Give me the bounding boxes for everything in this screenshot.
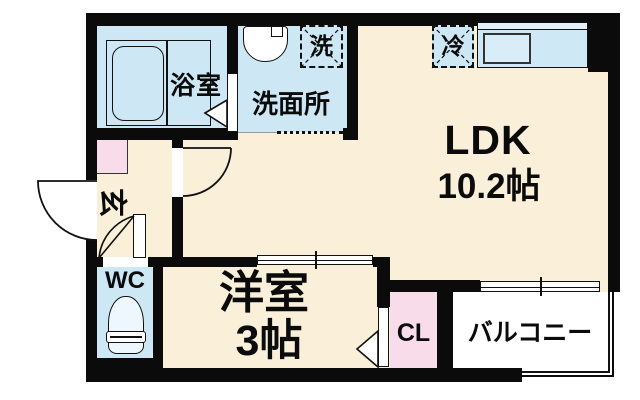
washbasin-tap-icon: [271, 26, 283, 37]
wall-entrance-bottom-seg: [172, 197, 183, 267]
washer-space-label: 洗: [310, 33, 333, 59]
toilet-tank-icon: [106, 331, 146, 343]
balcony-label: バルコニー: [467, 319, 593, 347]
wall-right: [608, 13, 620, 292]
wall-wc-bottom: [97, 358, 163, 382]
washbasin-icon: [243, 26, 288, 62]
toilet-icon: [108, 296, 144, 354]
wc-door-opening: [103, 257, 148, 267]
wall-entrance-top-seg: [172, 140, 183, 148]
balcony-outer-line-v: [612, 292, 614, 377]
fridge-space-label: 冷: [441, 33, 465, 59]
ldk-door-opening: [172, 148, 183, 197]
wall-right-top-block: [588, 13, 620, 72]
closet-floor: [390, 292, 437, 373]
wall-closet-top: [390, 280, 480, 292]
kitchen-sink-icon: [483, 33, 531, 64]
wc-door-leaf: [133, 214, 146, 258]
kitchen-counter-edge: [478, 23, 587, 30]
toilet-tank-line: [110, 336, 142, 338]
washroom-threshold: [238, 132, 277, 133]
wall-closet-divider: [377, 257, 390, 307]
wall-wc-right: [153, 267, 163, 382]
bathtub-divider: [166, 40, 168, 126]
balcony-window: [480, 277, 600, 296]
bathroom-label: 浴室: [169, 72, 222, 100]
wall-roomtop-a: [97, 257, 103, 267]
wc-label: WC: [105, 267, 145, 294]
wall-bath-divider: [227, 26, 238, 73]
ldk-label: LDK: [444, 117, 532, 163]
western-room-area-label: 3帖: [235, 317, 303, 365]
wall-washroom-right: [347, 26, 358, 140]
wall-bottom: [86, 368, 522, 382]
washroom-open-boundary: [277, 131, 343, 134]
sliding-door-tick: [315, 251, 317, 269]
wall-left-lower: [86, 240, 97, 382]
washroom-label: 洗面所: [251, 89, 330, 119]
balcony-floor: [453, 292, 610, 373]
western-room-label: 洋室: [218, 267, 309, 318]
entrance-mat: [97, 140, 128, 174]
wall-balcony-left: [437, 292, 453, 377]
ldk-area-label: 10.2帖: [437, 167, 541, 206]
wall-roomtop-b: [148, 257, 257, 267]
entrance-label: 玄: [95, 187, 128, 217]
closet-label: CL: [396, 319, 431, 347]
bathtub-icon: [112, 46, 164, 121]
balcony-outer-line-h: [453, 375, 614, 377]
balcony-window-tick: [540, 277, 542, 296]
western-room-sliding-door: [257, 251, 373, 269]
closet-door-leaf: [378, 307, 389, 367]
wall-under-bath: [97, 128, 238, 140]
wall-left-upper: [86, 13, 97, 180]
bathtub-unit: [106, 40, 211, 126]
